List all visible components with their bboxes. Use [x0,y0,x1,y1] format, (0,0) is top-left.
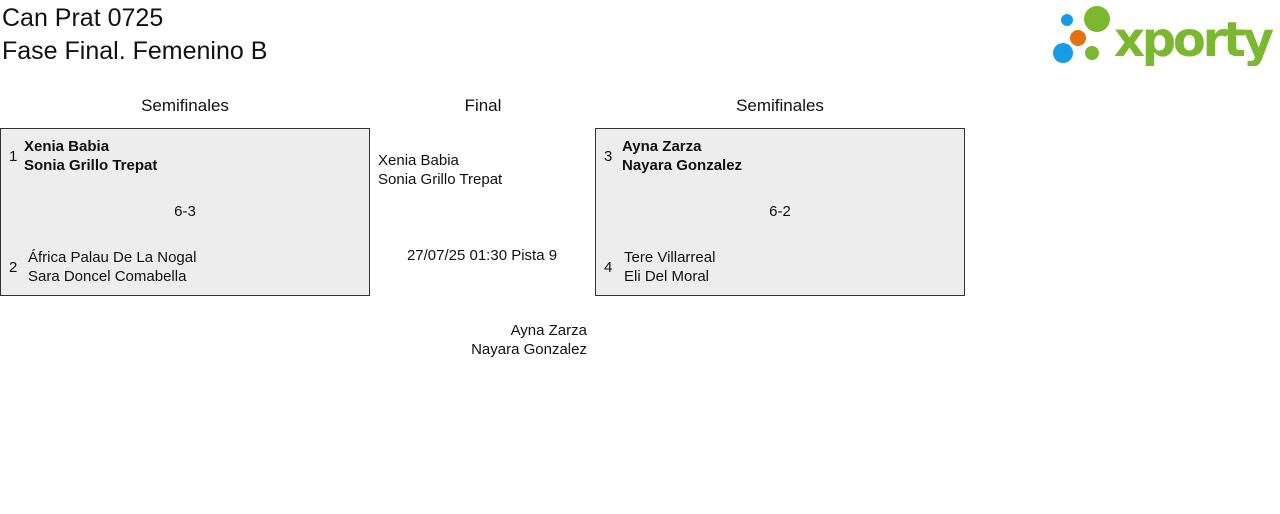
team-loser: África Palau De La Nogal Sara Doncel Com… [28,248,196,286]
player-name: Sara Doncel Comabella [28,268,187,285]
seed-number: 2 [9,259,18,276]
player-name: Xenia Babia [24,138,110,155]
player-name: Tere Villarreal [624,249,716,266]
semifinal-match-2[interactable]: 3 Ayna Zarza Nayara Gonzalez 6-2 4 Tere … [595,128,965,296]
player-name: Ayna Zarza [510,322,587,339]
team-winner: Xenia Babia Sonia Grillo Trepat [24,137,157,175]
final-team-2: Ayna Zarza Nayara Gonzalez [471,321,587,359]
player-name: Sonia Grillo Trepat [378,171,503,188]
column-header-semifinals-left: Semifinales [141,96,229,115]
match-score: 6-2 [769,203,791,220]
column-header-final: Final [464,96,502,115]
player-name: África Palau De La Nogal [28,249,197,266]
team-loser: Tere Villarreal Eli Del Moral [624,248,715,286]
svg-text:xporty: xporty [1114,12,1274,66]
phase-title: Fase Final. Femenino B [2,37,268,65]
player-name: Nayara Gonzalez [471,341,587,358]
team-winner: Ayna Zarza Nayara Gonzalez [622,137,742,175]
player-name: Eli Del Moral [624,268,710,285]
xporty-logo: xporty [1053,6,1274,66]
player-name: Xenia Babia [378,152,459,169]
player-name: Ayna Zarza [622,138,702,155]
seed-number: 3 [604,148,613,165]
final-team-1: Xenia Babia Sonia Grillo Trepat [378,151,502,189]
column-header-semifinals-right: Semifinales [736,96,824,115]
final-schedule: 27/07/25 01:30 Pista 9 [406,247,558,264]
seed-number: 1 [9,148,18,165]
seed-number: 4 [604,259,613,276]
semifinal-match-1[interactable]: 1 Xenia Babia Sonia Grillo Trepat 6-3 2 … [0,128,370,296]
tournament-title: Can Prat 0725 [2,4,164,32]
match-score: 6-3 [174,203,196,220]
player-name: Nayara Gonzalez [622,157,743,174]
player-name: Sonia Grillo Trepat [24,157,158,174]
